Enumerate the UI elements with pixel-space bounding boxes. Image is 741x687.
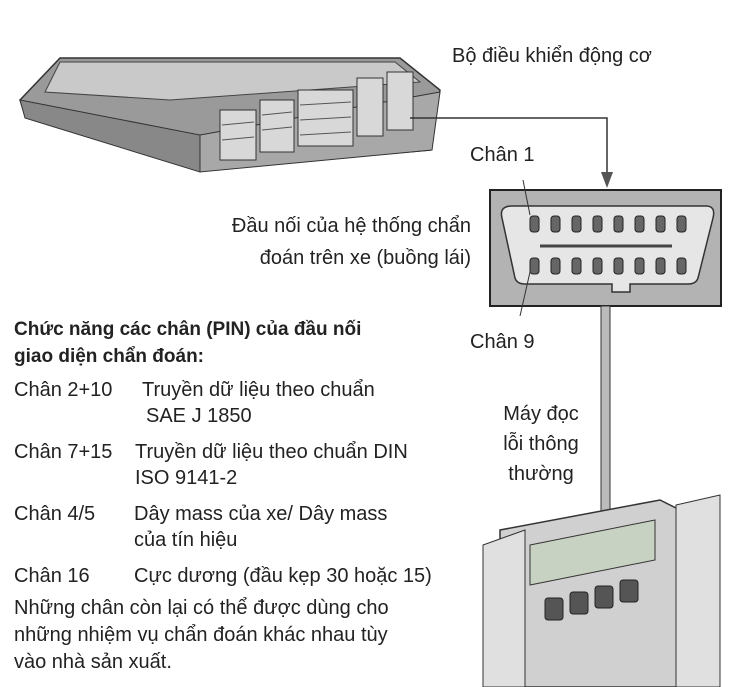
connector-pin	[592, 215, 603, 233]
pin-row-label: Chân 2+10	[14, 379, 113, 401]
ecu-label: Bộ điều khiển động cơ	[452, 45, 652, 67]
pin-row-desc-2: SAE J 1850	[146, 405, 252, 427]
pin9-label: Chân 9	[470, 331, 535, 353]
pin-row-label: Chân 7+15	[14, 441, 113, 463]
connector-pin	[529, 257, 540, 275]
connector-pin	[655, 257, 666, 275]
connector-pin	[634, 257, 645, 275]
connector-pin	[655, 215, 666, 233]
reader-cable	[600, 305, 611, 527]
note-line-3: vào nhà sản xuất.	[14, 651, 172, 673]
connector-label-line2: đoán trên xe (buồng lái)	[259, 247, 471, 269]
pin-row-desc: Cực dương (đầu kẹp 30 hoặc 15)	[134, 565, 432, 587]
reader-label-line1: Máy đọc	[503, 403, 579, 425]
pin-row-desc: Truyền dữ liệu theo chuẩn DIN	[135, 441, 408, 463]
pin-row-desc: Truyền dữ liệu theo chuẩn	[142, 379, 375, 401]
engine-control-unit	[19, 57, 441, 173]
reader-label-line2: lỗi thông	[503, 433, 579, 455]
connector-pin	[550, 257, 561, 275]
pin-row-label: Chân 4/5	[14, 503, 96, 525]
pin-row-desc: Dây mass của xe/ Dây mass	[134, 503, 388, 525]
pin-row-label: Chân 16	[14, 565, 90, 587]
arrow-icon	[601, 172, 613, 188]
pin-functions-heading-2: giao diện chẩn đoán:	[14, 346, 205, 367]
connector-pin	[613, 215, 624, 233]
connector-pin	[550, 215, 561, 233]
connector-pin	[529, 215, 540, 233]
connector-pin	[571, 257, 582, 275]
connector-pin	[613, 257, 624, 275]
code-reader-device	[482, 494, 721, 687]
note-line-1: Những chân còn lại có thể được dùng cho	[14, 597, 389, 619]
pin-row-desc-2: của tín hiệu	[134, 529, 238, 551]
pin-row-desc-2: ISO 9141-2	[135, 467, 238, 489]
connector-pin	[676, 257, 687, 275]
obd-connector	[489, 179, 722, 317]
connector-pin	[634, 215, 645, 233]
connector-pin	[676, 215, 687, 233]
connector-label-line1: Đầu nối của hệ thống chẩn	[231, 215, 471, 237]
pin1-label: Chân 1	[470, 144, 535, 166]
note-line-2: những nhiệm vụ chẩn đoán khác nhau tùy	[14, 624, 388, 646]
pin-functions-heading-1: Chức năng các chân (PIN) của đầu nối	[14, 319, 362, 340]
ecu-wire	[410, 117, 608, 180]
connector-pin	[592, 257, 603, 275]
reader-label-line3: thường	[508, 463, 574, 485]
connector-pin	[571, 215, 582, 233]
